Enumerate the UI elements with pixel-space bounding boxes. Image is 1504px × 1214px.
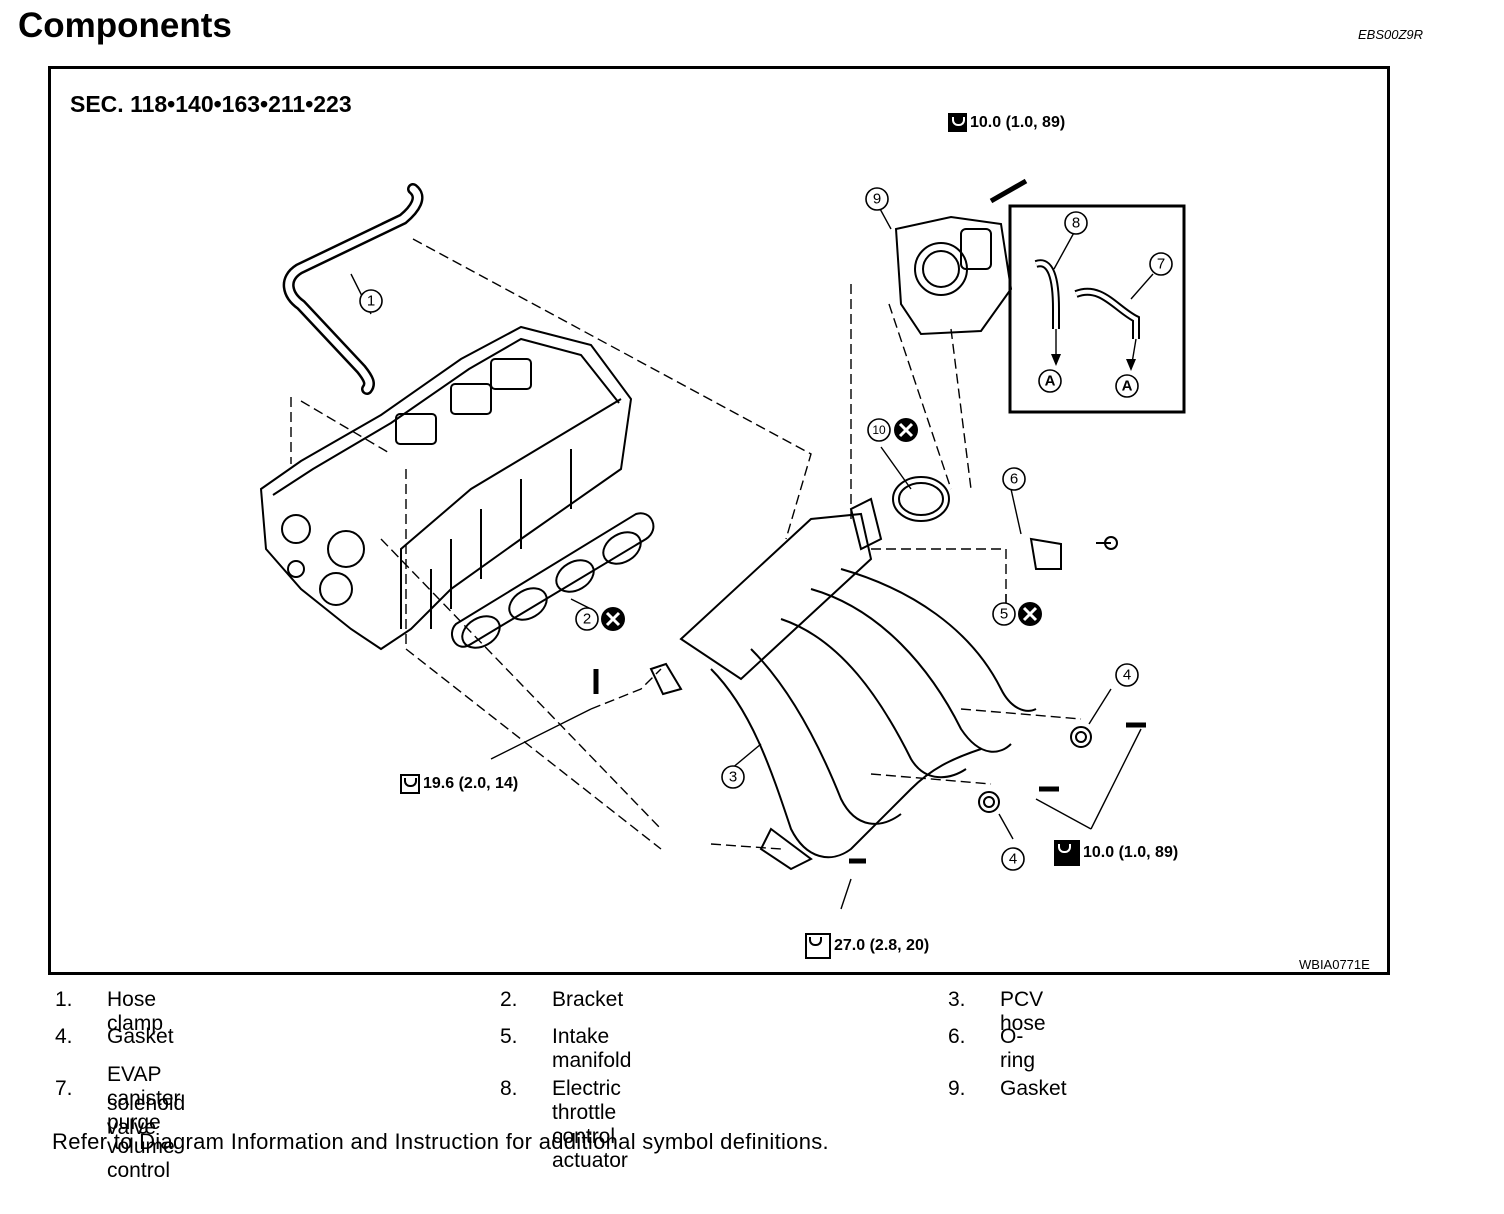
callout-4-upper: 4: [1123, 667, 1131, 684]
legend-number: 2.: [500, 988, 518, 1011]
callout-9: 9: [873, 191, 881, 208]
callout-8: 8: [1072, 215, 1080, 232]
bracket-drawing: [649, 662, 683, 696]
legend-number: 5.: [500, 1025, 518, 1048]
callout-1: 1: [367, 293, 375, 310]
callout-2: 2: [583, 611, 591, 628]
torque-bracket-bolt: 19.6 (2.0, 14): [400, 774, 518, 794]
legend-label: Hose clamp: [107, 988, 164, 1035]
legend-label-line2: solenoid valve: [107, 1092, 186, 1139]
torque-manifold-bolt: 27.0 (2.8, 20): [805, 933, 929, 959]
connector-a-left: A: [1045, 373, 1056, 390]
gasket-upper-drawing: [1070, 726, 1092, 748]
torque-wrench-icon: [400, 774, 420, 794]
legend-label: Intake manifold: [552, 1025, 632, 1072]
detail-box: [1008, 204, 1186, 414]
legend-label: O-ring: [1000, 1025, 1036, 1072]
gasket-lower-drawing: [978, 791, 1000, 813]
connector-a-right: A: [1122, 378, 1133, 395]
callout-5: 5: [1000, 606, 1008, 623]
legend-number: 3.: [948, 988, 966, 1011]
legend-label: Bracket: [552, 988, 624, 1011]
torque-wrench-icon: [948, 113, 967, 132]
callout-3: 3: [729, 769, 737, 786]
callout-6: 6: [1010, 471, 1018, 488]
callout-10: 10: [872, 423, 886, 437]
legend-label-line1: EVAP canister purge volume control: [107, 1063, 181, 1182]
legend-number: 7.: [55, 1077, 73, 1100]
replace-icon-10: [894, 418, 918, 442]
replace-part-icons: [601, 418, 1042, 631]
page-title: Components: [18, 6, 232, 45]
legend-label: Gasket: [1000, 1077, 1067, 1100]
torque-throttle-bolt: 10.0 (1.0, 89): [948, 113, 1065, 132]
torque-wrench-icon: [1054, 840, 1080, 866]
throttle-body-drawing: [894, 215, 1013, 336]
figure-code: WBIA0771E: [1299, 957, 1370, 972]
legend-number: 8.: [500, 1077, 518, 1100]
torque-wrench-icon: [805, 933, 831, 959]
legend-label: PCV hose: [1000, 988, 1046, 1035]
callout-4-lower: 4: [1009, 851, 1017, 868]
components-diagram: 1 2 3 4 4 5 6 7 8 9 10 A A SEC. 118•140•…: [48, 66, 1390, 975]
legend-number: 9.: [948, 1077, 966, 1100]
replace-icon-5: [1018, 602, 1042, 626]
manifold-gasket-drawing: [451, 512, 655, 649]
document-code: EBS00Z9R: [1358, 27, 1424, 42]
sensor-drawing: [1029, 537, 1062, 570]
legend-number: 1.: [55, 988, 73, 1011]
cylinder-head-drawing: [259, 325, 633, 651]
legend-number: 6.: [948, 1025, 966, 1048]
footer-note: Refer to Diagram Information and Instruc…: [52, 1129, 829, 1154]
intake-manifold-drawing: [679, 497, 1037, 871]
legend-label: Gasket: [107, 1025, 174, 1048]
legend-label: Electric throttle control actuator: [552, 1077, 628, 1172]
exploded-view-drawing: 1 2 3 4 4 5 6 7 8 9 10 A A: [259, 178, 1186, 910]
torque-gasket-bolt: 10.0 (1.0, 89): [1054, 840, 1178, 866]
bolt-throttle: [989, 178, 1028, 204]
replace-icon-2: [601, 607, 625, 631]
callout-7: 7: [1157, 256, 1165, 273]
throttle-oring-drawing: [892, 476, 950, 522]
section-label: SEC. 118•140•163•211•223: [70, 91, 352, 117]
legend-number: 4.: [55, 1025, 73, 1048]
